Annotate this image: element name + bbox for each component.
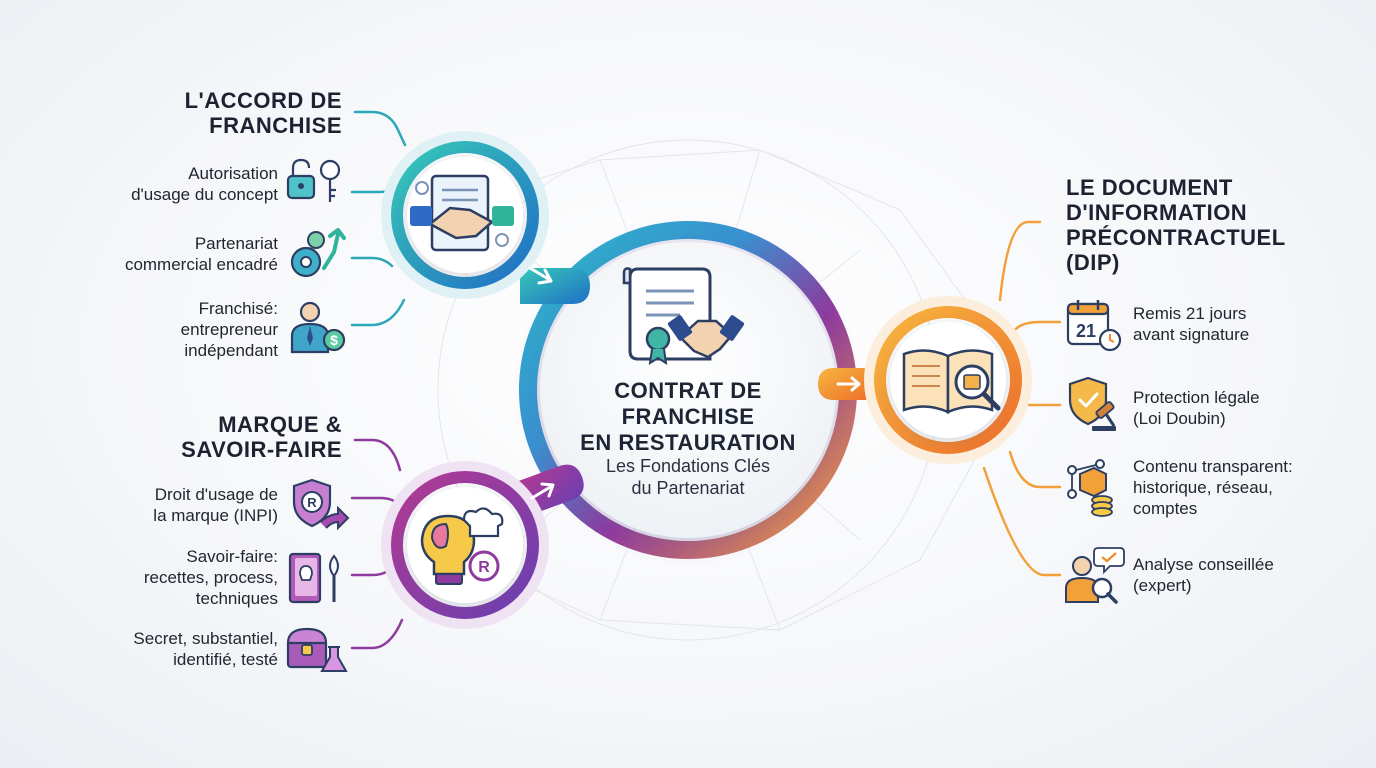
item-text-line: Remis 21 jours: [1133, 304, 1247, 323]
registered-shield-icon: R: [292, 478, 350, 531]
handshake-contract-icon: [410, 174, 514, 252]
item-text-line: Franchisé:: [198, 299, 278, 318]
accord-item-autorisation: Autorisation d'usage du concept: [70, 163, 278, 205]
center-title-line: CONTRAT DE: [614, 378, 762, 403]
dip-item-remis: Remis 21 jours avant signature: [1133, 303, 1333, 345]
dip-item-contenu: Contenu transparent: historique, réseau,…: [1133, 456, 1333, 519]
item-text-line: Analyse conseillée: [1133, 555, 1274, 574]
dip-item-analyse: Analyse conseillée (expert): [1133, 554, 1333, 596]
svg-text:$: $: [330, 332, 338, 348]
accord-heading: L'ACCORD DE FRANCHISE: [120, 88, 342, 138]
item-text-line: historique, réseau,: [1133, 478, 1273, 497]
item-text-line: recettes, process,: [143, 568, 278, 587]
dip-heading-line: D'INFORMATION: [1066, 200, 1248, 225]
gears-growth-icon: [290, 228, 346, 278]
calendar-day-badge: 21: [1076, 321, 1096, 341]
item-text-line: d'usage du concept: [131, 185, 278, 204]
arrow-right-icon: [836, 376, 861, 392]
center-subtitle-line: du Partenariat: [631, 478, 745, 498]
svg-text:R: R: [478, 559, 490, 576]
marque-item-droit: Droit d'usage de la marque (INPI): [70, 484, 278, 526]
arrow-up-right-icon: [530, 482, 555, 500]
central-hub: [508, 210, 868, 570]
marque-heading: MARQUE & SAVOIR-FAIRE: [120, 412, 342, 462]
shield-gavel-icon: [1068, 376, 1116, 431]
padlock-key-icon: [286, 158, 341, 202]
item-text-line: Droit d'usage de: [154, 485, 278, 504]
svg-text:R: R: [307, 495, 317, 510]
item-text-line: Partenariat: [194, 234, 278, 253]
dip-item-protection: Protection légale (Loi Doubin): [1133, 387, 1333, 429]
dip-heading-line: (DIP): [1066, 250, 1120, 275]
item-text-line: Protection légale: [1133, 388, 1260, 407]
item-text-line: (expert): [1133, 576, 1192, 595]
expert-magnifier-icon: [1065, 547, 1125, 604]
item-text-line: Savoir-faire:: [186, 547, 278, 566]
accord-heading-line: L'ACCORD DE: [184, 88, 342, 113]
item-text-line: (Loi Doubin): [1133, 409, 1226, 428]
item-text-line: techniques: [195, 589, 278, 608]
center-subtitle-line: Les Fondations Clés: [605, 456, 771, 476]
item-text-line: Autorisation: [188, 164, 278, 183]
arrow-right-icon: [528, 266, 553, 285]
center-subtitle: Les Fondations Clés du Partenariat: [558, 455, 818, 499]
network-coins-icon: [1067, 459, 1113, 517]
dip-heading: LE DOCUMENT D'INFORMATION PRÉCONTRACTUEL…: [1066, 175, 1326, 275]
accord-item-partenariat: Partenariat commercial encadré: [70, 233, 278, 275]
item-text-line: Contenu transparent:: [1133, 457, 1293, 476]
marque-item-savoir-faire: Savoir-faire: recettes, process, techniq…: [70, 546, 278, 609]
calendar-clock-icon: 21: [1066, 300, 1122, 352]
item-text-line: commercial encadré: [124, 255, 278, 274]
item-text-line: indépendant: [184, 341, 278, 360]
contract-handshake-icon: [622, 267, 745, 365]
open-book-magnifier-icon: [902, 349, 1001, 414]
item-text-line: comptes: [1133, 499, 1198, 518]
dip-heading-line: PRÉCONTRACTUEL: [1066, 225, 1286, 250]
accord-heading-line: FRANCHISE: [209, 113, 342, 138]
marque-item-secret: Secret, substantiel, identifié, testé: [70, 628, 278, 670]
marque-heading-line: MARQUE &: [218, 412, 342, 437]
treasure-chest-flask-icon: [286, 627, 348, 672]
dip-heading-line: LE DOCUMENT: [1066, 175, 1233, 200]
recipe-book-whisk-icon: [288, 552, 339, 604]
center-title: CONTRAT DE FRANCHISE EN RESTAURATION: [558, 378, 818, 456]
item-text-line: la marque (INPI): [153, 506, 278, 525]
center-title-line: FRANCHISE: [621, 404, 755, 429]
businessman-dollar-icon: $: [290, 301, 346, 354]
center-title-line: EN RESTAURATION: [580, 430, 796, 455]
accord-item-franchise: Franchisé: entrepreneur indépendant: [70, 298, 278, 361]
item-text-line: Secret, substantiel,: [133, 629, 278, 648]
item-text-line: identifié, testé: [173, 650, 278, 669]
item-text-line: entrepreneur: [180, 320, 278, 339]
marque-heading-line: SAVOIR-FAIRE: [181, 437, 342, 462]
lightbulb-brain-chef-icon: R: [420, 507, 504, 585]
item-text-line: avant signature: [1133, 325, 1250, 344]
